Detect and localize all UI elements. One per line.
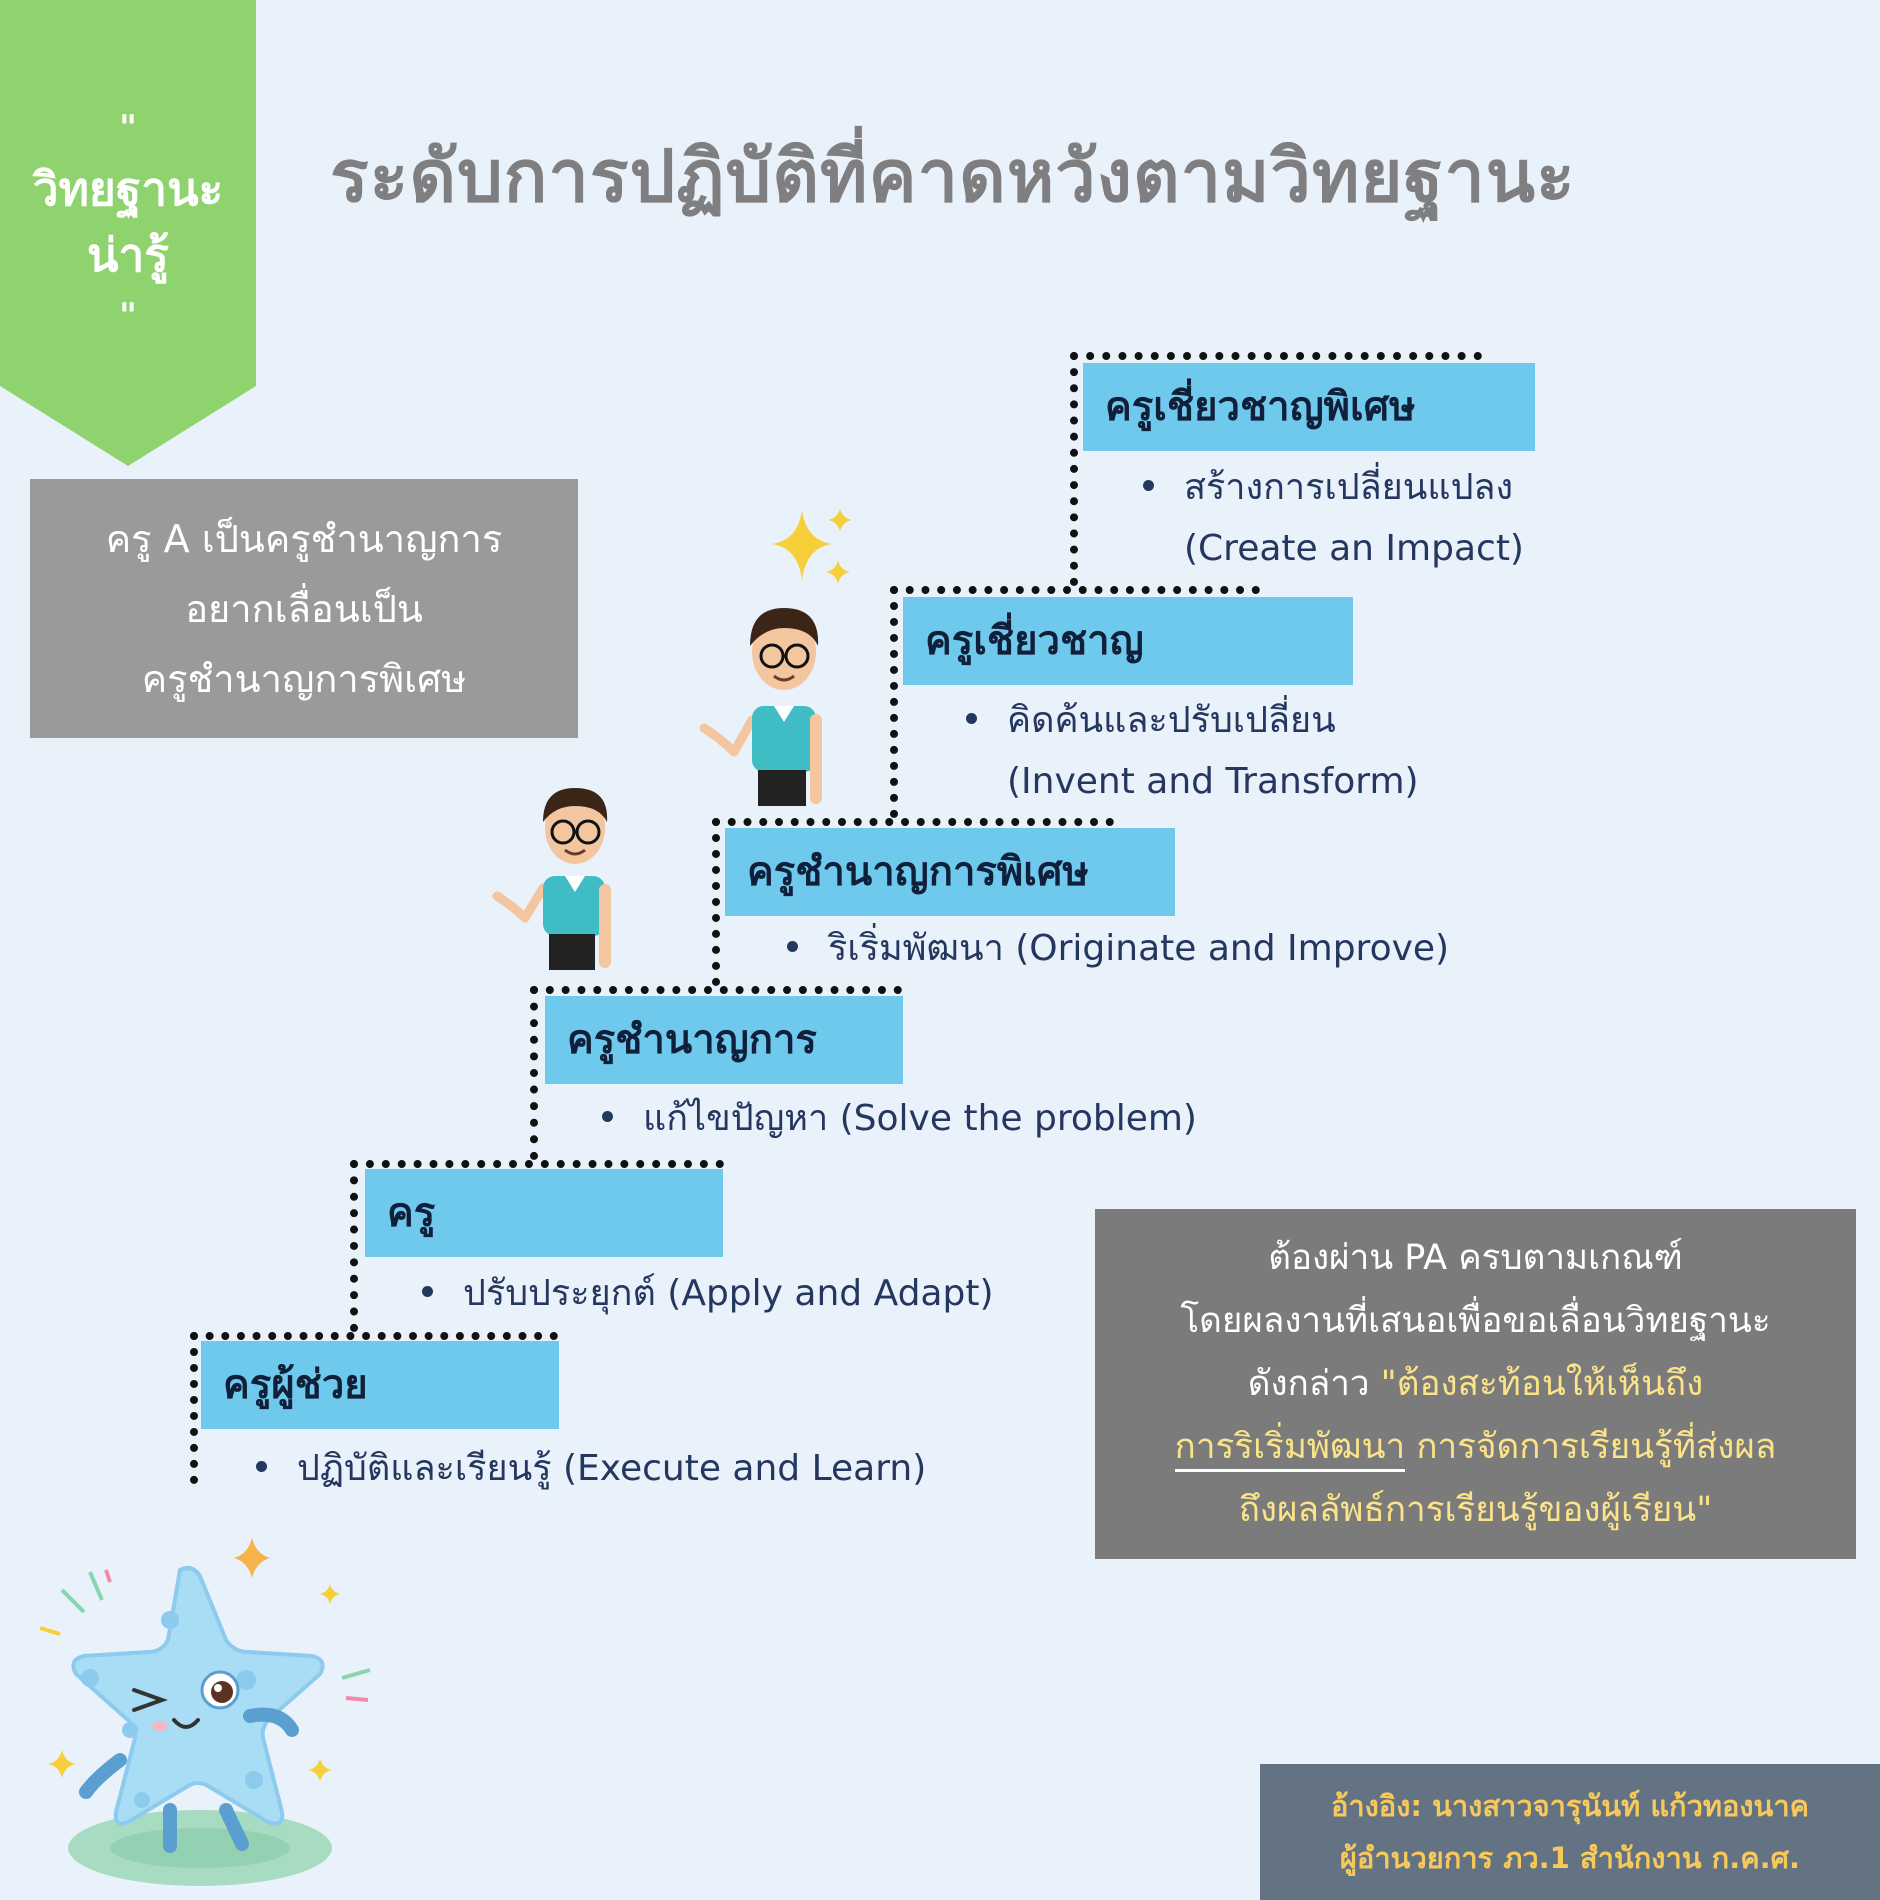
note-box: ต้องผ่าน PA ครบตามเกณฑ์ โดยผลงานที่เสนอเ… xyxy=(1095,1209,1856,1559)
note-line-1: ต้องผ่าน PA ครบตามเกณฑ์ xyxy=(1268,1237,1683,1278)
banner-line-1: วิทยฐานะ xyxy=(32,162,224,216)
stair-dots-h-5 xyxy=(890,586,1260,594)
level-desc-expert: คิดค้นและปรับเปลี่ยน (Invent and Transfo… xyxy=(966,690,1419,812)
stair-dots-h-3 xyxy=(530,986,902,994)
level-label-teacher: ครู xyxy=(365,1169,723,1257)
level-label-senior-expert: ครูเชี่ยวชาญพิเศษ xyxy=(1083,363,1535,451)
stair-dots-v-5 xyxy=(890,586,898,818)
bullet-icon xyxy=(256,1460,267,1472)
case-box: ครู A เป็นครูชำนาญการ อยากเลื่อนเป็น ครู… xyxy=(30,479,578,738)
note-line-4: การริเริ่มพัฒนา การจัดการเรียนรู้ที่ส่งผ… xyxy=(1095,1416,1856,1479)
bullet-icon xyxy=(1143,479,1154,491)
stair-dots-h-4 xyxy=(712,818,1114,826)
note-line-3: ดังกล่าว "ต้องสะท้อนให้เห็นถึง xyxy=(1247,1363,1704,1404)
bullet-icon xyxy=(422,1285,433,1297)
reference-line-1: อ้างอิง: นางสาวจารุนันท์ แก้วทองนาค xyxy=(1330,1789,1810,1823)
level-desc-assistant-teacher: ปฏิบัติและเรียนรู้ (Execute and Learn) xyxy=(256,1438,926,1499)
bullet-icon xyxy=(602,1110,613,1122)
stair-dots-v-1 xyxy=(190,1332,198,1484)
case-line-1: ครู A เป็นครูชำนาญการ xyxy=(105,516,503,561)
level-desc-senior-professional: ริเริ่มพัฒนา (Originate and Improve) xyxy=(787,918,1449,979)
level-desc-teacher: ปรับประยุกต์ (Apply and Adapt) xyxy=(422,1263,994,1324)
reference-box: อ้างอิง: นางสาวจารุนันท์ แก้วทองนาค ผู้อ… xyxy=(1260,1764,1880,1900)
reference-line-2: ผู้อำนวยการ ภว.1 สำนักงาน ก.ค.ศ. xyxy=(1339,1841,1801,1875)
case-line-2: อยากเลื่อนเป็น xyxy=(185,586,423,631)
bullet-icon xyxy=(966,712,977,724)
stair-dots-h-1 xyxy=(190,1332,558,1340)
stair-dots-v-4 xyxy=(712,818,720,986)
stair-dots-h-2 xyxy=(350,1160,724,1168)
banner-open-quote: " xyxy=(119,108,137,148)
level-desc-professional: แก้ไขปัญหา (Solve the problem) xyxy=(602,1088,1197,1149)
level-label-senior-professional: ครูชำนาญการพิเศษ xyxy=(725,828,1175,916)
bullet-icon xyxy=(787,940,798,952)
level-label-professional: ครูชำนาญการ xyxy=(545,996,903,1084)
level-label-assistant-teacher: ครูผู้ช่วย xyxy=(201,1341,559,1429)
note-line-5: ถึงผลลัพธ์การเรียนรู้ของผู้เรียน" xyxy=(1238,1489,1713,1530)
stair-dots-h-6 xyxy=(1070,352,1482,360)
banner-close-quote: " xyxy=(119,296,137,336)
stair-dots-v-6 xyxy=(1070,352,1078,586)
teacher-figure-icon xyxy=(699,608,822,806)
stair-dots-v-3 xyxy=(530,986,538,1160)
stair-dots-v-2 xyxy=(350,1160,358,1332)
level-label-expert: ครูเชี่ยวชาญ xyxy=(903,597,1353,685)
banner-ribbon xyxy=(0,0,256,466)
sparkle-icon xyxy=(772,508,852,584)
case-line-3: ครูชำนาญการพิเศษ xyxy=(141,656,467,701)
note-underlined-term: การริเริ่มพัฒนา xyxy=(1174,1426,1406,1472)
banner-line-2: น่ารู้ xyxy=(87,228,169,282)
star-mascot-icon xyxy=(39,1538,371,1886)
banner-text: " วิทยฐานะ น่ารู้ " xyxy=(0,100,256,344)
level-desc-senior-expert: สร้างการเปลี่ยนแปลง (Create an Impact) xyxy=(1143,457,1524,579)
note-line-2: โดยผลงานที่เสนอเพื่อขอเลื่อนวิทยฐานะ xyxy=(1180,1300,1771,1341)
page-title: ระดับการปฏิบัติที่คาดหวังตามวิทยฐานะ xyxy=(330,134,1576,218)
teacher-figure-icon xyxy=(492,788,611,970)
